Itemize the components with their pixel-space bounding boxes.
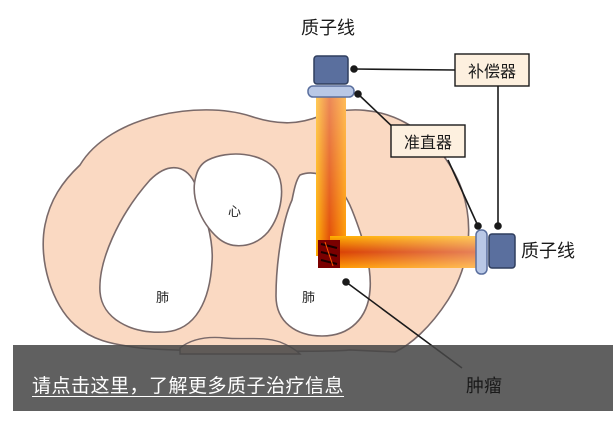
right-compensator	[488, 233, 516, 269]
right-collimator	[475, 229, 488, 275]
left-lung-label: 肺	[156, 291, 169, 306]
top-collimator	[307, 85, 355, 98]
top-beamline-device	[307, 55, 355, 98]
tumor	[318, 240, 340, 268]
compensator-label-box: 补偿器	[454, 53, 530, 87]
right-beamline-device	[475, 229, 516, 275]
right-beamline-label: 质子线	[521, 241, 575, 262]
collimator-label: 准直器	[404, 133, 452, 152]
collimator-label-box: 准直器	[390, 124, 466, 158]
caption-overlay: 请点击这里，了解更多质子治疗信息	[13, 345, 613, 411]
vertical-proton-beam	[316, 96, 346, 256]
compensator-label: 补偿器	[468, 62, 516, 81]
right-lung-label: 肺	[302, 291, 315, 306]
heart	[193, 153, 283, 247]
heart-label: 心	[228, 205, 241, 220]
body-cross-section	[42, 109, 470, 355]
top-compensator	[313, 55, 349, 85]
more-info-link[interactable]: 请点击这里，了解更多质子治疗信息	[32, 375, 345, 397]
top-beamline-label: 质子线	[301, 18, 355, 39]
horizontal-proton-beam	[330, 236, 478, 268]
